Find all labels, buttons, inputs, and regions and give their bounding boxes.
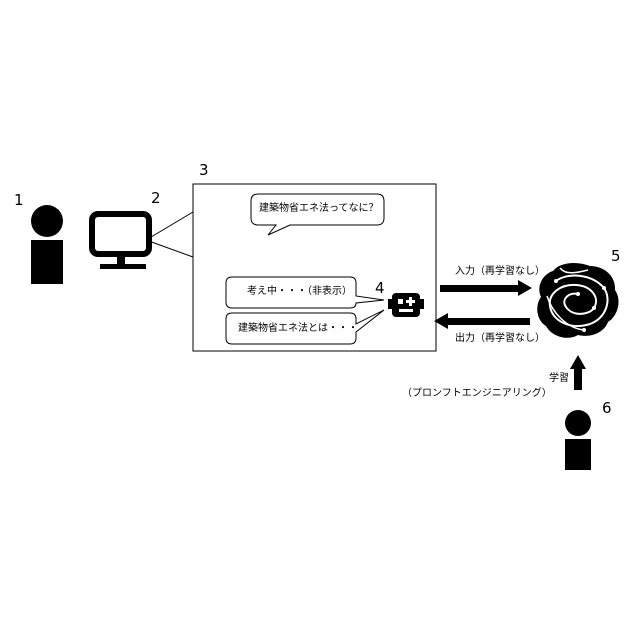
output-arrow <box>434 313 530 329</box>
label-number-5: 5 <box>611 249 621 264</box>
answer-text: 建築物省エネ法とは・・・ <box>238 324 358 334</box>
learning-arrow <box>570 355 586 390</box>
robot-icon <box>388 293 424 317</box>
engineer-person-icon <box>565 410 591 470</box>
brain-maze-icon <box>537 263 618 338</box>
label-number-4: 4 <box>375 281 385 296</box>
output-label: 出力（再学習なし） <box>455 334 545 344</box>
label-number-6: 6 <box>602 401 612 416</box>
monitor-icon <box>92 214 149 269</box>
label-number-3: 3 <box>199 163 209 178</box>
label-number-2: 2 <box>151 191 161 206</box>
callout-line-top <box>146 212 193 240</box>
label-number-1: 1 <box>14 193 24 208</box>
callout-line-bottom <box>146 240 193 257</box>
question-text: 建築物省エネ法ってなに？ <box>259 204 379 214</box>
input-label: 入力（再学習なし） <box>455 267 545 277</box>
input-arrow <box>440 280 532 296</box>
thinking-text: 考え中・・・（非表示） <box>247 287 352 297</box>
user-person-icon <box>31 205 63 284</box>
learning-sublabel: （プロンフトエンジニアリング） <box>402 389 552 399</box>
learning-label: 学習 <box>549 374 569 384</box>
